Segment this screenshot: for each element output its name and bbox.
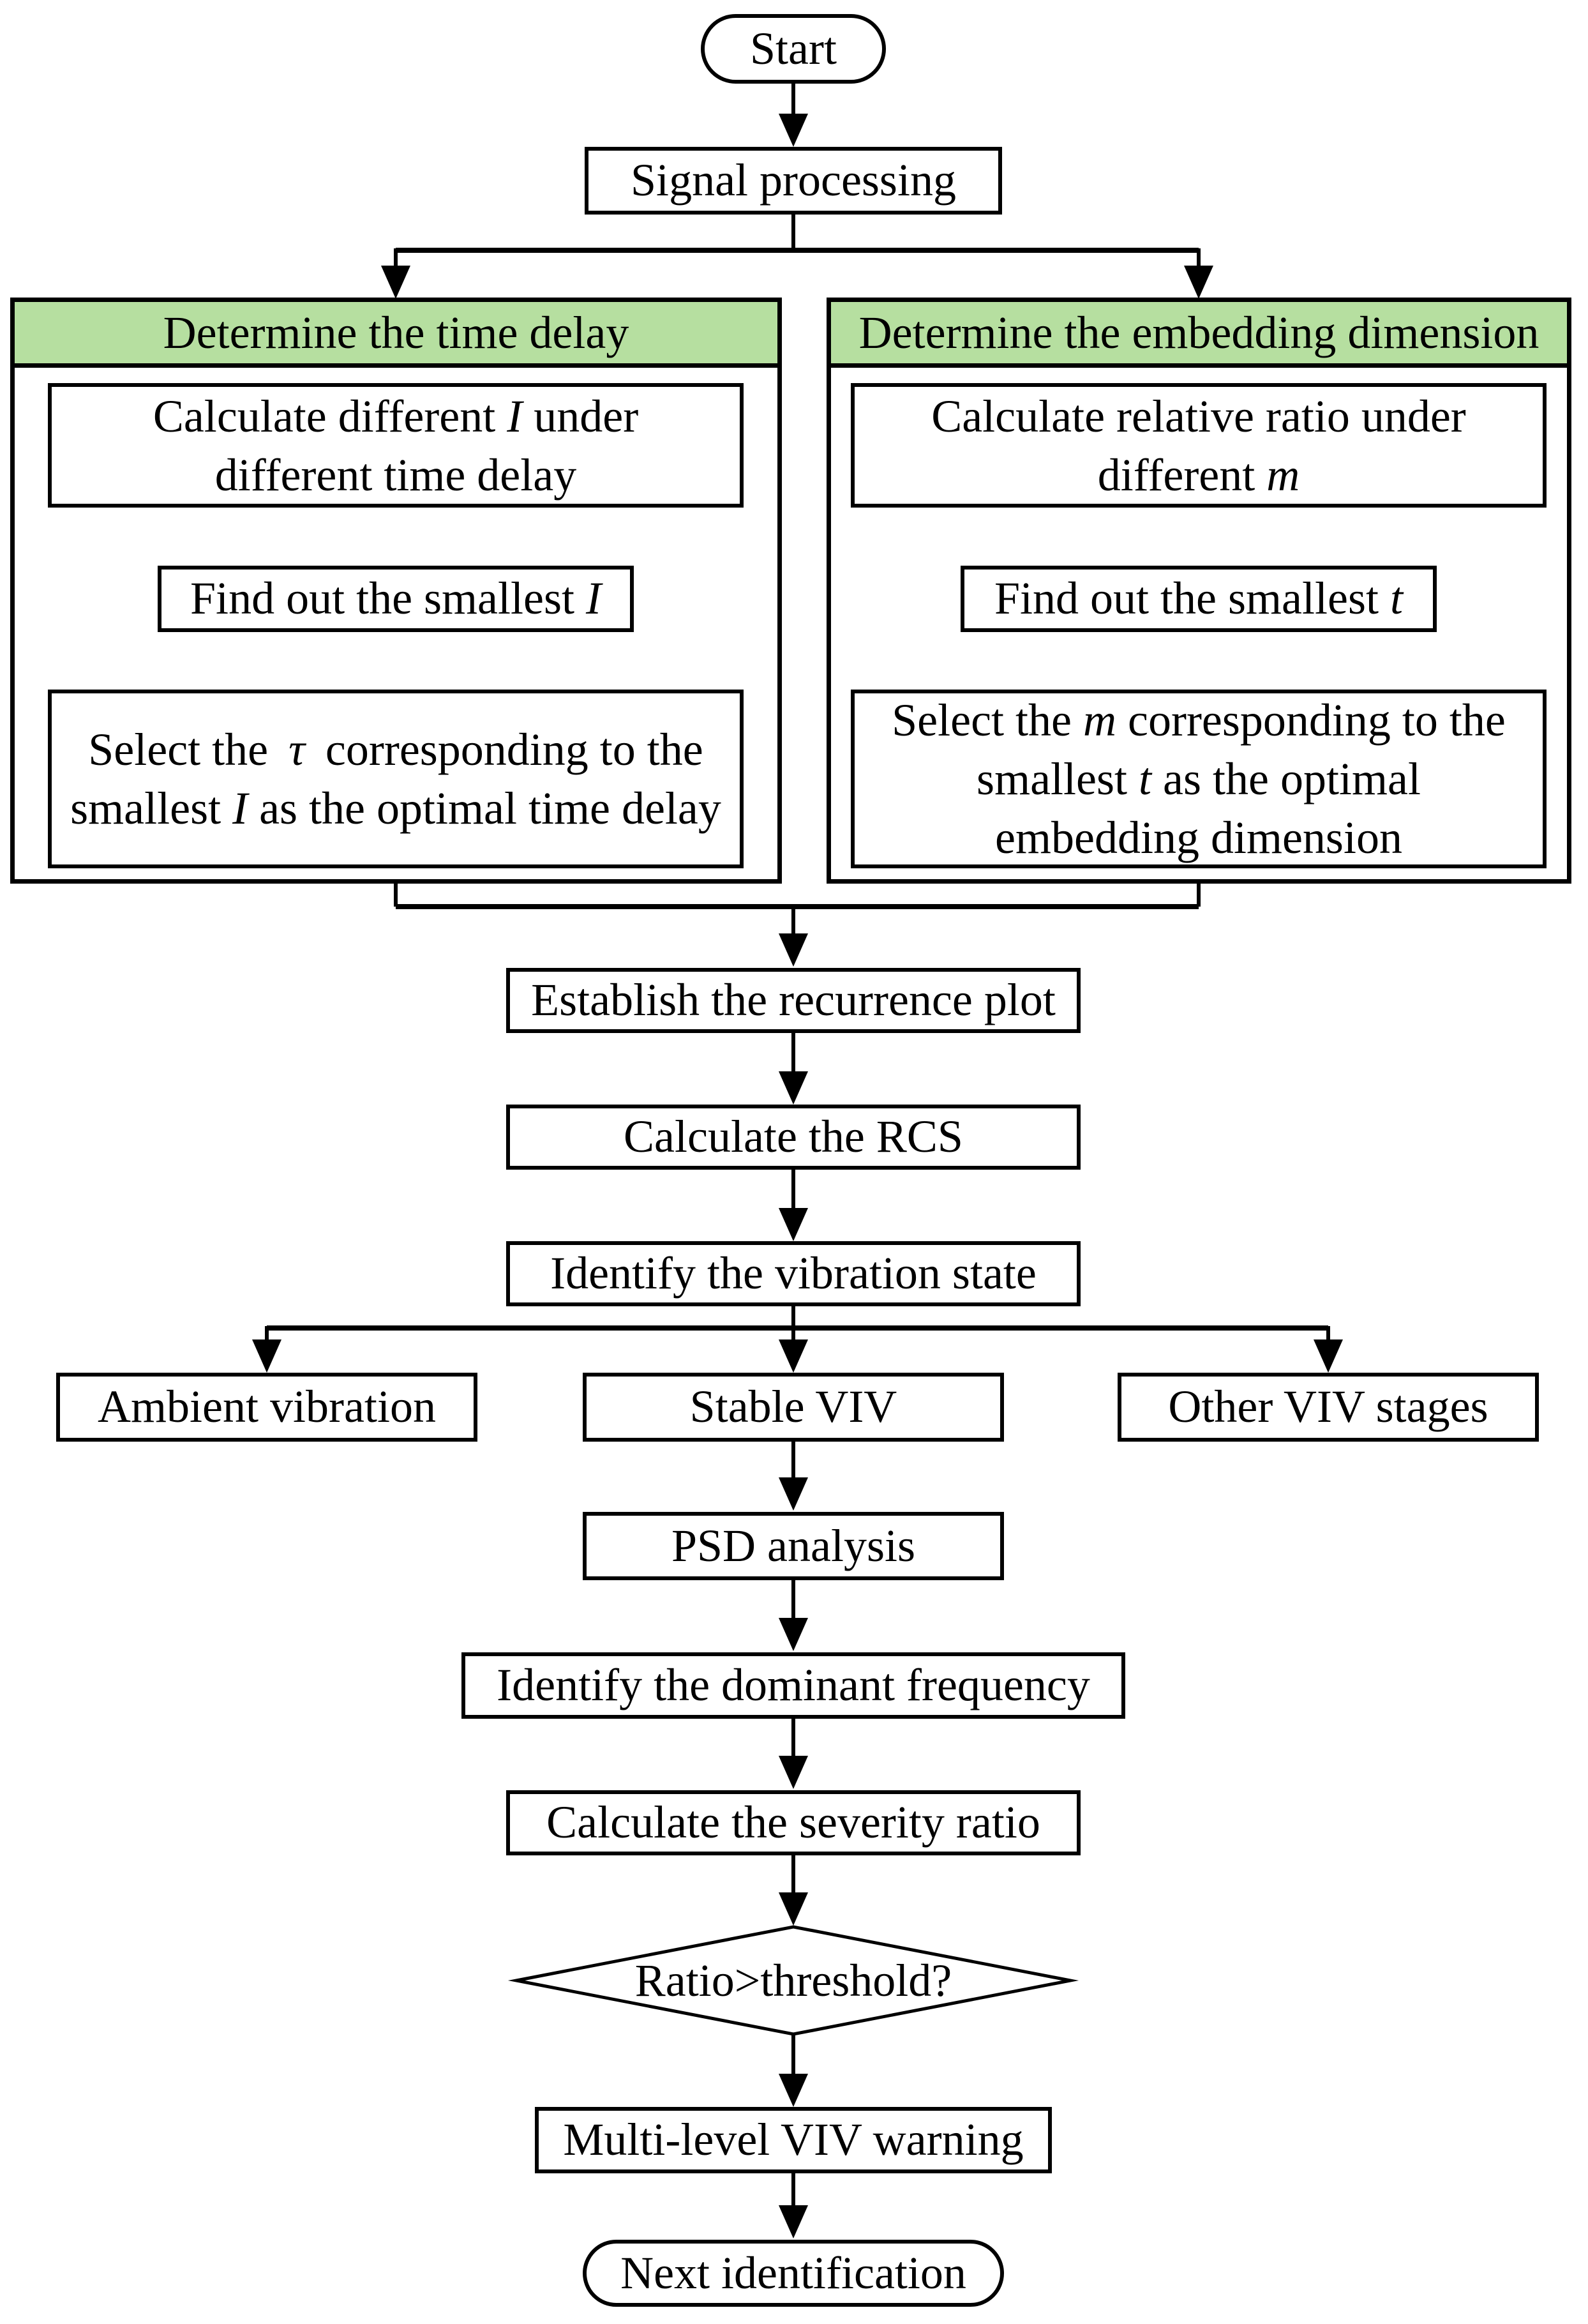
var-m: m: [1266, 449, 1300, 501]
ratio-threshold-decision: Ratio>threshold?: [634, 1954, 952, 2006]
recurrence-plot-node: Establish the recurrence plot: [506, 968, 1081, 1033]
dominant-frequency-node: Identify the dominant frequency: [461, 1652, 1125, 1719]
var-t: t: [1390, 573, 1403, 624]
stable-viv-node: Stable VIV: [583, 1373, 1004, 1442]
time-delay-panel-header: Determine the time delay: [15, 302, 777, 368]
select-tau-node: Select the τ corresponding to the smalle…: [48, 690, 744, 868]
psd-analysis-node: PSD analysis: [583, 1512, 1004, 1580]
identify-vibration-state-node: Identify the vibration state: [506, 1241, 1081, 1306]
select-m-node: Select the m corresponding to the smalle…: [851, 690, 1547, 868]
severity-ratio-node: Calculate the severity ratio: [506, 1790, 1081, 1855]
var-I: I: [232, 783, 248, 834]
other-viv-stages-node: Other VIV stages: [1118, 1373, 1539, 1442]
smallest-t-node: Find out the smallest t: [961, 566, 1437, 632]
multi-level-warning-node: Multi-level VIV warning: [535, 2107, 1052, 2173]
embedding-dimension-panel-header: Determine the embedding dimension: [831, 302, 1567, 368]
smallest-i-node: Find out the smallest I: [158, 566, 634, 632]
var-I: I: [586, 573, 601, 624]
calc-different-i-node: Calculate different I under different ti…: [48, 383, 744, 508]
var-m: m: [1083, 695, 1117, 746]
var-tau: τ: [288, 724, 305, 775]
start-node: Start: [701, 14, 886, 84]
calc-relative-ratio-node: Calculate relative ratio under different…: [851, 383, 1547, 508]
calculate-rcs-node: Calculate the RCS: [506, 1105, 1081, 1170]
signal-processing-node: Signal processing: [585, 147, 1002, 215]
next-identification-node: Next identification: [583, 2240, 1004, 2307]
var-t: t: [1139, 753, 1152, 804]
ambient-vibration-node: Ambient vibration: [56, 1373, 477, 1442]
connector-lines: [265, 84, 1330, 2208]
var-I: I: [507, 390, 523, 442]
decision-diamond-shape: [507, 1925, 1079, 2036]
